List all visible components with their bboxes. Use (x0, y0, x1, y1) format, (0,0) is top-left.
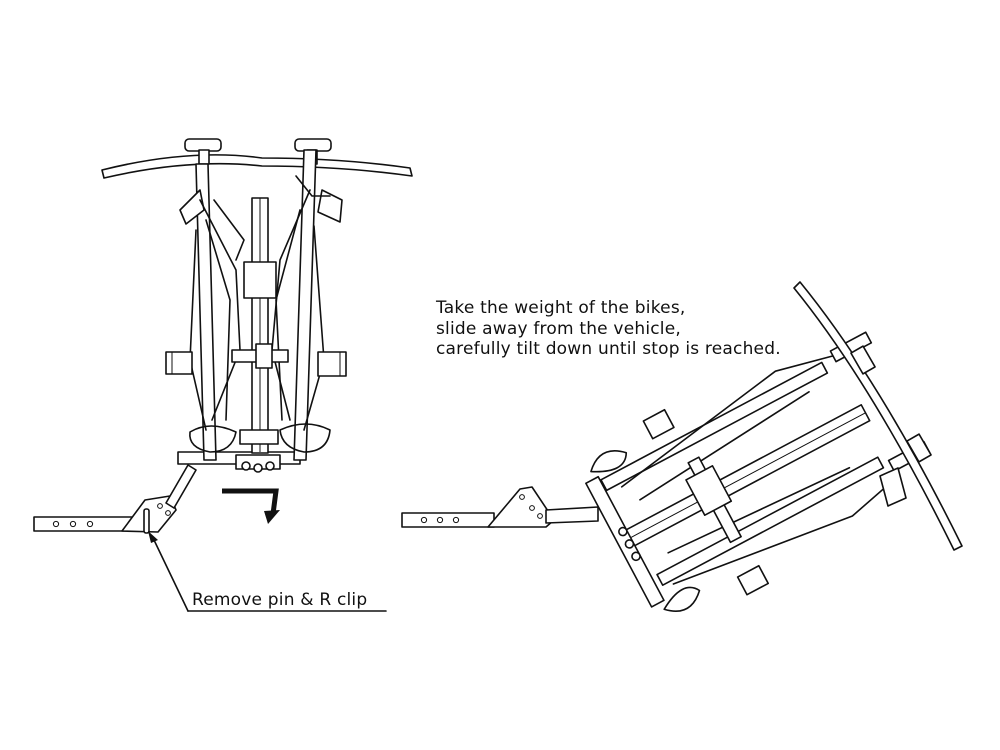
bike-frame-right (271, 149, 347, 461)
instruction-line-2: slide away from the vehicle, (436, 318, 681, 339)
hitch-bar (33, 464, 197, 534)
bike-frame-left (165, 163, 245, 461)
bike-rack-upright-view (33, 138, 413, 612)
hitch-bar-tilted (401, 486, 599, 528)
pin-pointer-line (148, 531, 387, 612)
rotate-arrow (222, 488, 280, 524)
handlebar-tilted (793, 281, 963, 551)
remove-pin-callout: Remove pin & R clip (192, 590, 368, 610)
instruction-text: Take the weight of the bikes, slide away… (436, 298, 781, 360)
handlebar-left (101, 138, 413, 179)
bike-rack-tilted-view (401, 281, 963, 613)
instruction-line-1: Take the weight of the bikes, (436, 298, 686, 318)
instruction-line-3: carefully tilt down until stop is reache… (436, 339, 781, 359)
